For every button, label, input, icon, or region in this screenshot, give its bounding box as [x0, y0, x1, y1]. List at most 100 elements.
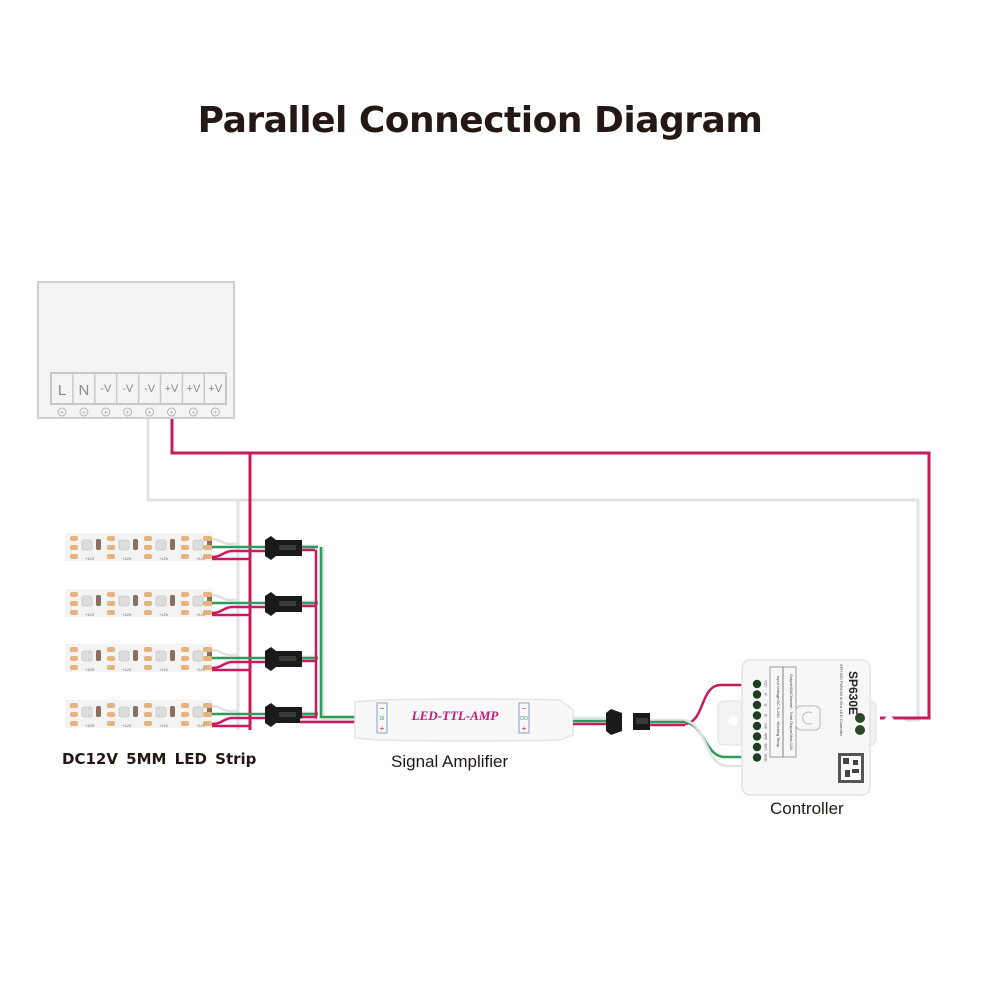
svg-text:+12V: +12V: [122, 612, 132, 617]
solder-pad: [203, 554, 212, 559]
svg-text:+12V: +12V: [122, 556, 132, 561]
solder-pad: [70, 601, 78, 606]
output-pin: [752, 690, 762, 699]
solder-pad: [107, 647, 115, 652]
terminal-screw-icon: [79, 407, 89, 417]
svg-text:+12V: +12V: [85, 612, 95, 617]
output-pin: [752, 711, 762, 720]
led-strip: +12V +12V +12V +12V: [66, 589, 268, 617]
branch-wiring: [265, 536, 356, 727]
jst-connector: [265, 592, 302, 616]
amplifier-label: Signal Amplifier: [391, 752, 509, 771]
led-chip: [192, 650, 204, 662]
solder-pad: [70, 554, 78, 559]
solder-pad: [203, 656, 212, 661]
solder-pad: [144, 592, 152, 597]
svg-text:+: +: [522, 724, 527, 733]
solder-pad: [144, 554, 152, 559]
led-chip: [155, 595, 167, 607]
svg-text:+: +: [126, 410, 130, 417]
led-chip: [118, 595, 130, 607]
solder-pad: [203, 536, 212, 541]
svg-text:+12V: +12V: [159, 612, 169, 617]
terminal-screw-icon: [101, 407, 111, 417]
led-chip: [192, 539, 204, 551]
resistor: [133, 650, 138, 661]
solder-pad: [181, 545, 189, 550]
amplifier-model-text: LED-TTL-AMP: [411, 708, 500, 723]
solder-pad: [181, 610, 189, 615]
page-title: Parallel Connection Diagram: [197, 100, 763, 141]
svg-text:+12V: +12V: [122, 723, 132, 728]
wire-white: [211, 648, 238, 657]
output-pin: [752, 742, 762, 752]
solder-pad: [203, 545, 212, 550]
svg-text:+: +: [169, 410, 173, 417]
psu-terminal-label: -V: [122, 383, 134, 395]
svg-text:+: +: [60, 410, 64, 417]
led-chip: [81, 595, 93, 607]
svg-text:DAT: DAT: [764, 744, 768, 752]
svg-text:GND: GND: [764, 754, 768, 762]
solder-pad: [107, 610, 115, 615]
svg-text:+12V: +12V: [122, 667, 132, 672]
solder-pad: [144, 712, 152, 717]
svg-text:+12V: +12V: [196, 667, 206, 672]
solder-pad: [107, 545, 115, 550]
solder-pad: [107, 601, 115, 606]
solder-pad: [107, 703, 115, 708]
svg-text:−: −: [522, 704, 527, 713]
led-chip: [118, 706, 130, 718]
psu-terminal-label: +V: [187, 383, 201, 395]
solder-pad: [144, 536, 152, 541]
psu-terminal-label: -V: [144, 383, 156, 395]
output-pin: [752, 700, 762, 710]
psu-terminal-label: +V: [165, 383, 179, 395]
wire-white: [211, 537, 238, 546]
led-chip: [192, 595, 204, 607]
wire-red: [211, 549, 268, 559]
resistor: [170, 650, 175, 661]
wire-red: [211, 605, 268, 615]
amp-output-wires: [573, 683, 742, 768]
solder-pad: [107, 656, 115, 661]
terminal-screw-icon: [145, 407, 155, 417]
svg-text:SPI+SOI PWM All in One LED Con: SPI+SOI PWM All in One LED Controller: [839, 664, 844, 737]
solder-pad: [144, 610, 152, 615]
solder-pad: [203, 610, 212, 615]
svg-text:Output:6A/Channel · Total Outp: Output:6A/Channel · Total Output:Max.12A: [789, 674, 794, 750]
svg-text:+12V: +12V: [196, 723, 206, 728]
svg-text:+12V: +12V: [159, 556, 169, 561]
solder-pad: [144, 545, 152, 550]
solder-pad: [107, 554, 115, 559]
svg-text:WW: WW: [764, 733, 768, 740]
solder-pad: [70, 536, 78, 541]
solder-pad: [181, 554, 189, 559]
resistor: [96, 706, 101, 717]
output-pin: [752, 721, 762, 731]
resistor: [133, 539, 138, 550]
svg-text:DI: DI: [380, 716, 385, 722]
solder-pad: [107, 721, 115, 726]
solder-pad: [70, 610, 78, 615]
solder-pad: [70, 592, 78, 597]
psu-terminal-label: -V: [100, 383, 112, 395]
wire-white: [211, 593, 238, 602]
svg-text:+12V: +12V: [196, 612, 206, 617]
jst-connector: [265, 703, 302, 727]
solder-pad: [203, 592, 212, 597]
led-chip: [118, 650, 130, 662]
solder-pad: [181, 665, 189, 670]
svg-text:DO: DO: [520, 716, 528, 722]
solder-pad: [70, 656, 78, 661]
solder-pad: [181, 536, 189, 541]
led-chip: [81, 539, 93, 551]
svg-text:+: +: [104, 410, 108, 417]
amp-output-connector: [606, 709, 650, 735]
svg-text:+: +: [191, 410, 195, 417]
terminal-screw-icon: [210, 407, 220, 417]
controller-label: Controller: [770, 799, 844, 818]
solder-pad: [70, 665, 78, 670]
solder-pad: [70, 703, 78, 708]
